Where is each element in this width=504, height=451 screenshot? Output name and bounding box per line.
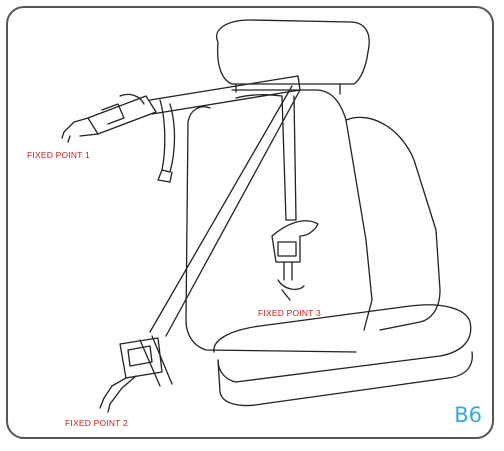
- headrest: [216, 19, 370, 95]
- lap-belt: [149, 75, 301, 183]
- seat-back: [185, 89, 441, 353]
- figure-tag: B6: [454, 403, 482, 427]
- figure-frame: [6, 6, 494, 439]
- fixed-point-2-anchor: [99, 337, 163, 413]
- seat-cushion: [213, 304, 473, 407]
- fixed-point-3-anchor: [271, 220, 319, 301]
- center-belt: [281, 95, 297, 221]
- shoulder-belt: [139, 85, 301, 387]
- fixed-point-2-label: FIXED POINT 2: [65, 418, 128, 428]
- fixed-point-1-label: FIXED POINT 1: [27, 150, 90, 160]
- fixed-point-3-label: FIXED POINT 3: [258, 308, 321, 318]
- fixed-point-1-anchor: [61, 93, 157, 143]
